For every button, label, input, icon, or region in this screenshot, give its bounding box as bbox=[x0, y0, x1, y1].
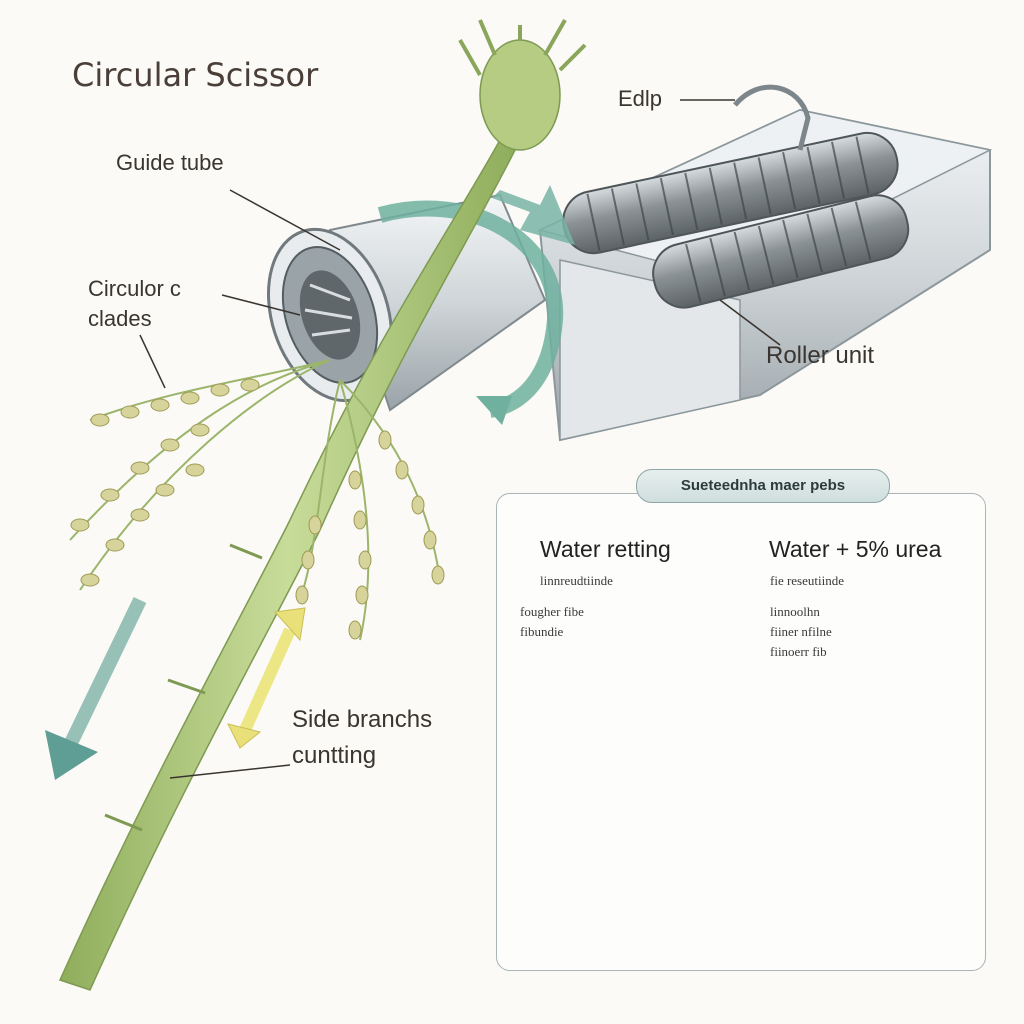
urea-retting-heading: Water + 5% urea bbox=[769, 536, 942, 562]
side-branches-label-line1: Side branchs bbox=[292, 706, 433, 733]
urea-retting-note-3: fiinoerr fib bbox=[770, 644, 827, 659]
seed-head bbox=[458, 19, 587, 151]
rotation-arrow-head bbox=[476, 396, 512, 425]
urea-retting-note-1: linnoolhn bbox=[770, 604, 820, 619]
lower-roller bbox=[652, 194, 910, 309]
water-retting-note-1: fougher fibe bbox=[520, 604, 584, 619]
feed-arrow bbox=[492, 185, 575, 245]
comparison-badge: Sueteednha maer pebs bbox=[636, 469, 890, 503]
double-arrow bbox=[227, 607, 306, 749]
urea-retting-subheading: fie reseutiinde bbox=[770, 573, 844, 588]
circular-blades bbox=[304, 283, 353, 337]
side-branches-label-line2: cuntting bbox=[292, 742, 377, 769]
upper-roller bbox=[562, 131, 899, 255]
circular-blades-label-line1: Circulor c bbox=[88, 276, 181, 301]
leader-lines bbox=[139, 99, 781, 779]
water-retting-subheading: linnreudtiinde bbox=[540, 573, 613, 588]
guide-tube-label: Guide tube bbox=[116, 150, 224, 175]
circular-blades-label-line2: clades bbox=[88, 306, 152, 331]
urea-retting-note-2: fiiner nfilne bbox=[770, 624, 832, 639]
roller-unit-label: Roller unit bbox=[766, 342, 875, 369]
water-retting-heading: Water retting bbox=[540, 536, 671, 562]
clip-shape bbox=[733, 84, 811, 151]
clip-label: Edlp bbox=[618, 86, 663, 111]
rotation-arrow bbox=[377, 200, 564, 418]
down-arrow bbox=[45, 596, 147, 780]
retting-machine bbox=[266, 84, 993, 442]
seed-clusters bbox=[70, 378, 445, 640]
water-retting-note-2: fibundie bbox=[520, 624, 564, 639]
retting-comparison-panel bbox=[496, 493, 986, 971]
diagram-title: Circular Scissor bbox=[72, 56, 319, 94]
